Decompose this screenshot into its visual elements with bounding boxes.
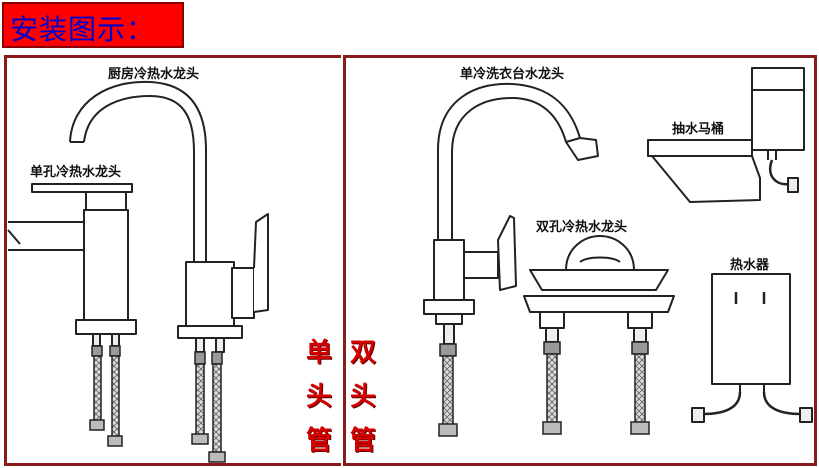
left-panel xyxy=(4,55,341,466)
single-hose-char-3: 管 xyxy=(306,426,333,456)
water-heater-drawing xyxy=(691,273,813,423)
label-laundry-faucet: 单冷洗衣台水龙头 xyxy=(460,67,565,82)
hoses xyxy=(89,341,650,463)
single-hose-char-1: 单 xyxy=(306,338,333,368)
double-hose-char-3: 管 xyxy=(350,426,377,456)
label-toilet: 抽水马桶 xyxy=(672,122,725,137)
kitchen-faucet-drawing xyxy=(69,80,269,353)
basin-faucet-drawing xyxy=(7,183,137,347)
double-hose-char-2: 头 xyxy=(350,382,377,412)
toilet-drawing xyxy=(647,67,805,203)
laundry-faucet-drawing xyxy=(423,82,599,345)
label-dual-hole-faucet: 双孔冷热水龙头 xyxy=(536,220,628,235)
dual-hole-faucet-drawing xyxy=(523,235,675,343)
title-banner: 安装图示： xyxy=(2,2,184,48)
label-kitchen-faucet: 厨房冷热水龙头 xyxy=(108,67,200,82)
single-hose-char-2: 头 xyxy=(306,382,333,412)
label-water-heater: 热水器 xyxy=(730,258,770,273)
double-hose-char-1: 双 xyxy=(350,338,377,368)
label-basin-faucet: 单孔冷热水龙头 xyxy=(30,165,122,180)
title-text: 安装图示： xyxy=(10,13,156,46)
right-panel xyxy=(343,55,817,466)
